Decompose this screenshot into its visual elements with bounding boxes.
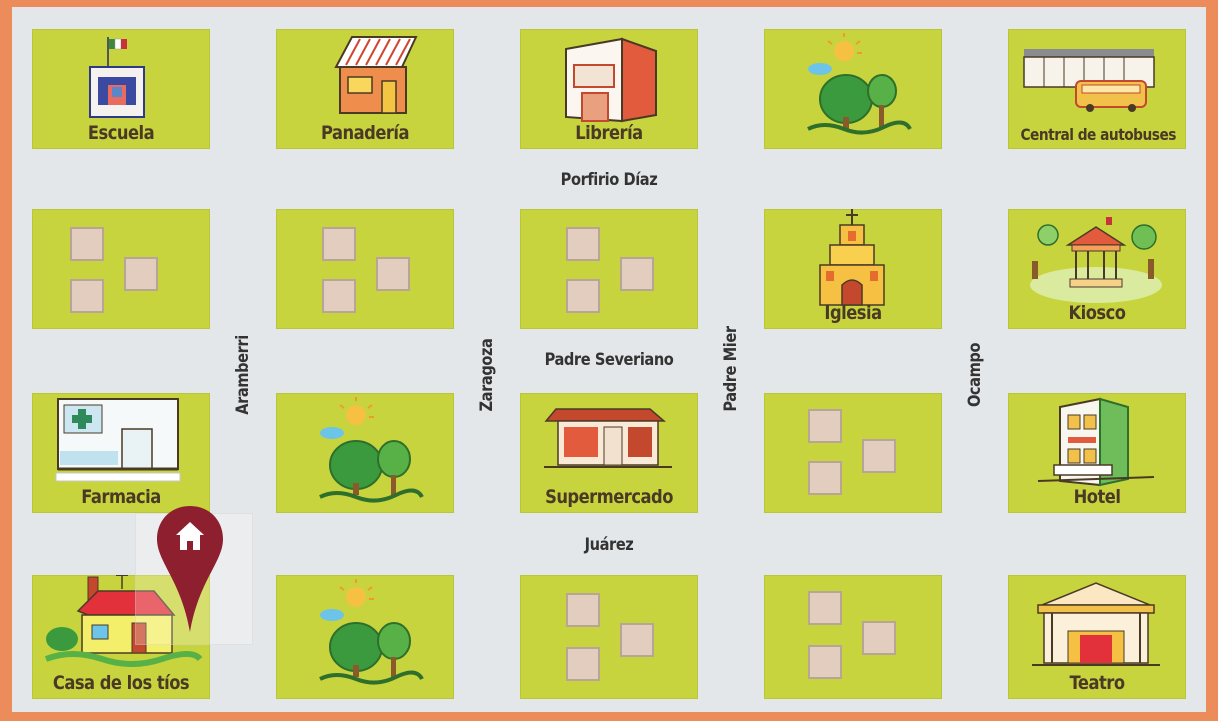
lot	[376, 257, 410, 291]
place-label: Casa de los tíos	[52, 672, 190, 694]
block-escuela[interactable]: Escuela	[32, 29, 210, 149]
block-park-3[interactable]	[276, 575, 454, 699]
street-porfirio-diaz: Porfirio Díaz	[560, 170, 658, 190]
home-pin-icon[interactable]	[155, 504, 225, 634]
lot	[124, 257, 158, 291]
place-label: Farmacia	[81, 486, 161, 508]
block-panaderia[interactable]: Panadería	[276, 29, 454, 149]
block-supermercado[interactable]: Supermercado	[520, 393, 698, 513]
bookstore-icon	[565, 37, 657, 123]
lot	[808, 645, 842, 679]
street-juarez: Juárez	[584, 535, 634, 555]
block-hotel[interactable]: Hotel	[1008, 393, 1186, 513]
bakery-icon	[334, 36, 418, 114]
block-kiosco[interactable]: Kiosco	[1008, 209, 1186, 329]
kiosk-icon	[1030, 217, 1162, 303]
lot	[322, 279, 356, 313]
lot	[566, 279, 600, 313]
street-zaragoza: Zaragoza	[477, 338, 497, 412]
lot	[808, 409, 842, 443]
place-label: Escuela	[87, 122, 155, 144]
block-park-2[interactable]	[276, 393, 454, 513]
street-grid: Escuela Panadería	[12, 7, 1206, 712]
supermarket-icon	[544, 408, 672, 468]
street-padre-mier: Padre Mier	[721, 326, 741, 412]
block-libreria[interactable]: Librería	[520, 29, 698, 149]
place-label: Supermercado	[545, 486, 673, 508]
pharmacy-icon	[55, 398, 181, 482]
bus-station-icon	[1023, 49, 1155, 112]
lot	[808, 461, 842, 495]
block-casa[interactable]: Casa de los tíos	[32, 575, 210, 699]
house-icon	[44, 575, 203, 667]
lot	[70, 227, 104, 261]
block-empty-r2c3[interactable]	[520, 209, 698, 329]
block-iglesia[interactable]: Iglesia	[764, 209, 942, 329]
lot	[862, 439, 896, 473]
street-aramberri: Aramberri	[233, 335, 253, 415]
park-icon	[807, 33, 912, 135]
park-icon	[319, 397, 424, 503]
street-padre-severiano: Padre Severiano	[544, 350, 674, 370]
place-label: Iglesia	[824, 302, 882, 324]
block-empty-r3c4[interactable]	[764, 393, 942, 513]
block-empty-r4c3[interactable]	[520, 575, 698, 699]
place-label: Librería	[575, 122, 643, 144]
lot	[566, 593, 600, 627]
lot	[808, 591, 842, 625]
block-empty-r4c4[interactable]	[764, 575, 942, 699]
place-label: Teatro	[1069, 672, 1125, 694]
block-empty-r2c2[interactable]	[276, 209, 454, 329]
block-teatro[interactable]: Teatro	[1008, 575, 1186, 699]
lot	[322, 227, 356, 261]
school-icon	[89, 37, 145, 118]
lot	[566, 647, 600, 681]
lot	[620, 623, 654, 657]
street-ocampo: Ocampo	[965, 342, 985, 408]
place-label: Hotel	[1073, 486, 1121, 508]
lot	[620, 257, 654, 291]
place-label: Panadería	[320, 122, 410, 144]
block-farmacia[interactable]: Farmacia	[32, 393, 210, 513]
block-park-1[interactable]	[764, 29, 942, 149]
place-label: Kiosco	[1068, 302, 1126, 324]
lot	[566, 227, 600, 261]
block-empty-r2c1[interactable]	[32, 209, 210, 329]
place-label: Central de autobuses	[1020, 125, 1176, 144]
block-central[interactable]: Central de autobuses	[1008, 29, 1186, 149]
theater-icon	[1032, 582, 1160, 666]
hotel-icon	[1037, 397, 1155, 487]
lot	[70, 279, 104, 313]
lot	[862, 621, 896, 655]
park-icon	[319, 579, 424, 685]
church-icon	[819, 209, 885, 306]
